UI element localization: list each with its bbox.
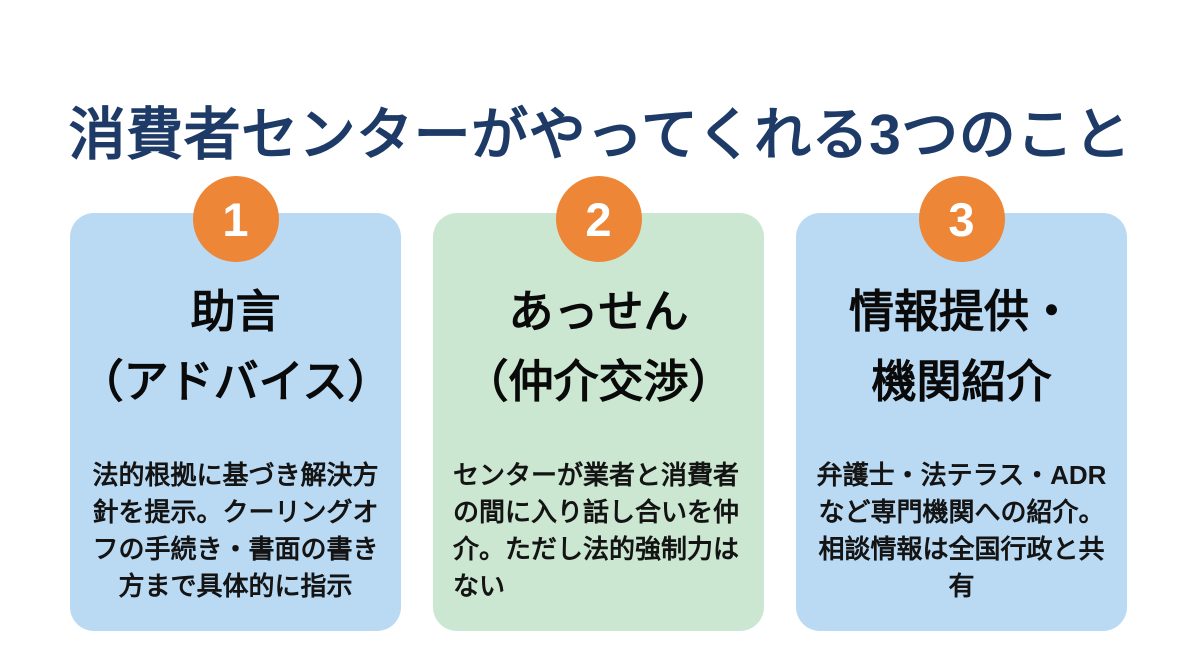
badge-number-label: 3 [948,192,975,246]
card-mediation: 2 あっせん （仲介交渉） センターが業者と消費者の間に入り話し合いを仲介。ただ… [433,176,764,631]
cards-row: 1 助言 （アドバイス） 法的根拠に基づき解決方針を提示。クーリングオフの手続き… [70,176,1127,631]
page-title: 消費者センターがやってくれる3つのこと [68,103,1132,168]
card-information-referral: 3 情報提供・ 機関紹介 弁護士・法テラス・ADRなど専門機関への紹介。相談情報… [796,176,1127,631]
number-badge-2: 2 [555,176,642,262]
card-body: センターが業者と消費者の間に入り話し合いを仲介。ただし法的強制力はない [453,460,740,602]
number-badge-1: 1 [192,176,279,262]
card-advice: 1 助言 （アドバイス） 法的根拠に基づき解決方針を提示。クーリングオフの手続き… [70,176,401,631]
card-body: 法的根拠に基づき解決方針を提示。クーリングオフの手続き・書面の書き方まで具体的に… [92,460,379,602]
card-title: 助言 （アドバイス） [78,286,393,408]
badge-number-label: 2 [585,192,612,246]
card-body: 弁護士・法テラス・ADRなど専門機関への紹介。相談情報は全国行政と共有 [816,460,1107,602]
badge-number-label: 1 [222,192,249,246]
card-title: 情報提供・ 機関紹介 [848,286,1074,408]
card-title: あっせん （仲介交渉） [463,286,734,408]
number-badge-3: 3 [918,176,1005,262]
